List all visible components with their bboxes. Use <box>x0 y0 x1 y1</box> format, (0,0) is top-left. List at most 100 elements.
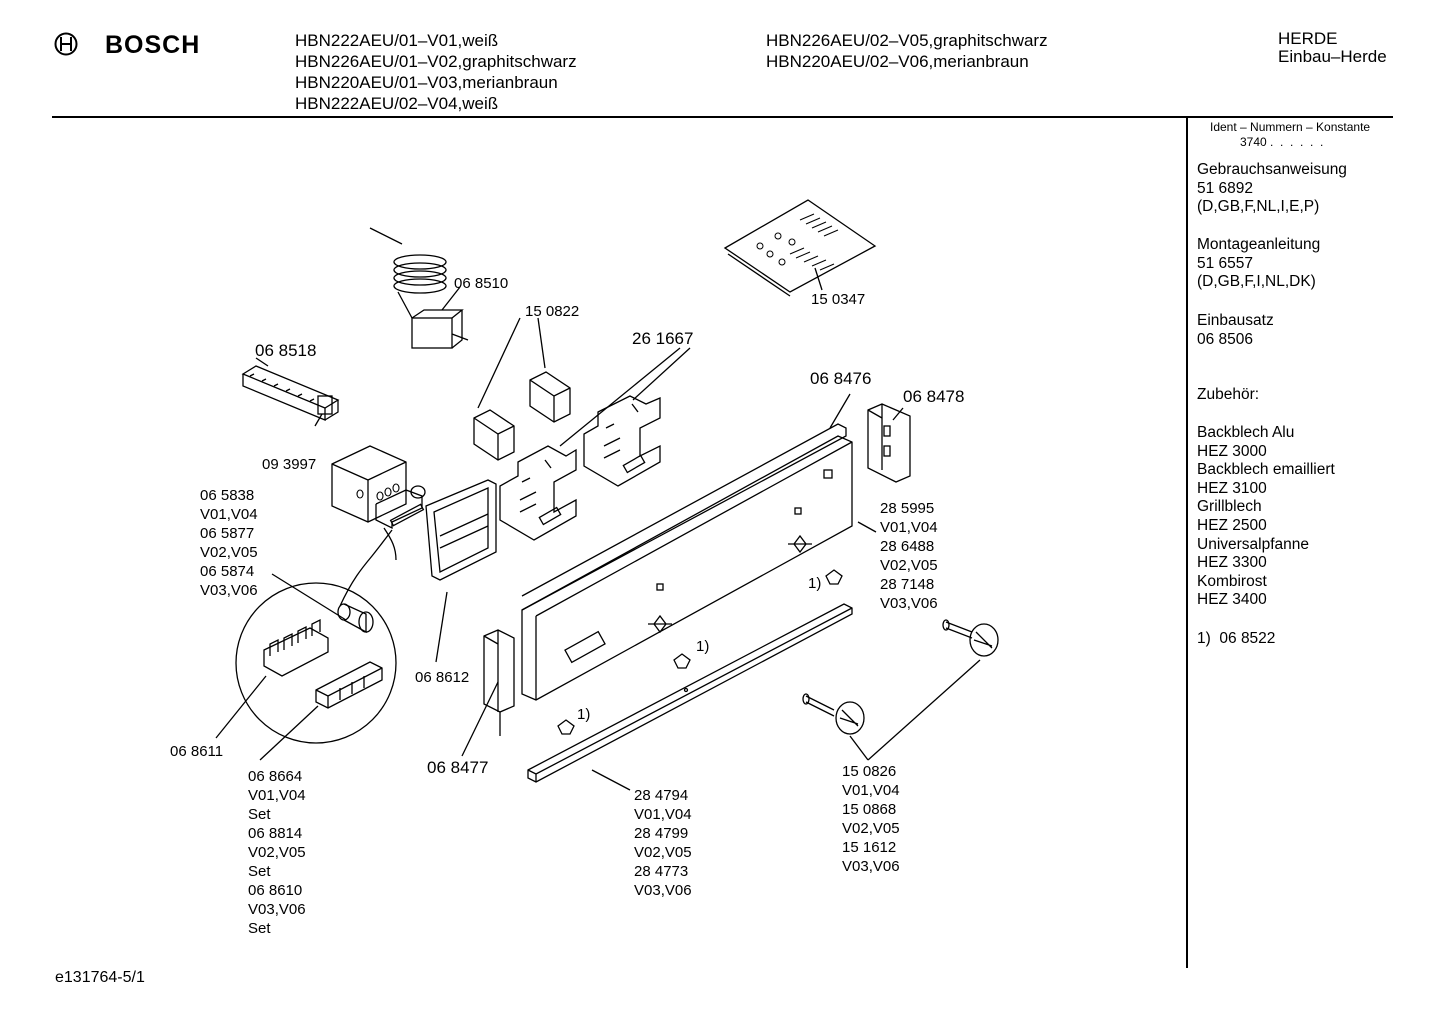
part-label: 06 5838 <box>200 487 255 504</box>
front-panel-part <box>521 423 853 701</box>
sidebar-text: Universalpfanne <box>1197 535 1310 553</box>
footnote-marker: 1) <box>808 575 822 592</box>
part-label: 06 8477 <box>427 758 489 777</box>
bracket-part-1 <box>499 445 577 541</box>
thermostat-part <box>369 227 469 349</box>
model-list-1: HBN222AEU/01–V01,weiß HBN226AEU/01–V02,g… <box>295 30 577 114</box>
right-bracket-part <box>867 403 911 483</box>
part-label: V03,V06 <box>248 901 306 918</box>
category: HERDE Einbau–Herde <box>1278 30 1387 66</box>
part-label: 28 7148 <box>880 576 935 593</box>
sidebar-text: 51 6557 <box>1197 254 1254 272</box>
sidebar-block-accessories: Backblech Alu HEZ 3000 Backblech emailli… <box>1197 424 1335 610</box>
brand-name: BOSCH <box>105 31 201 59</box>
part-label: 06 8476 <box>810 369 872 388</box>
part-label: V03,V06 <box>842 858 900 875</box>
trim-strip-part <box>527 603 853 783</box>
part-label: V01,V04 <box>200 506 258 523</box>
model-line: HBN220AEU/02–V06,merianbraun <box>766 52 1029 71</box>
part-label-group-rotary: 15 0826 V01,V04 15 0868 V02,V05 15 1612 … <box>842 762 900 876</box>
part-label: V01,V04 <box>842 782 900 799</box>
sidebar-text: HEZ 3400 <box>1197 591 1267 609</box>
relay-part-1 <box>473 409 515 461</box>
model-line: HBN226AEU/01–V02,graphitschwarz <box>295 52 577 71</box>
part-label: V03,V06 <box>200 582 258 599</box>
part-label: V02,V05 <box>200 544 258 561</box>
part-label: V01,V04 <box>248 787 306 804</box>
part-label: 06 8518 <box>255 341 317 360</box>
part-label: 06 5877 <box>200 525 255 542</box>
part-label: 06 8611 <box>170 743 224 760</box>
part-label: Set <box>248 920 271 937</box>
frame-part <box>425 479 497 581</box>
part-label: 15 0347 <box>811 291 866 308</box>
part-label: 06 5874 <box>200 563 255 580</box>
part-label: 15 0822 <box>525 303 580 320</box>
part-label: V01,V04 <box>634 806 692 823</box>
part-label-group-buttons: 06 8664 V01,V04 Set 06 8814 V02,V05 Set … <box>248 767 306 938</box>
sidebar-text: (D,GB,F,I,NL,DK) <box>1197 273 1316 291</box>
part-label: 06 8664 <box>248 768 303 785</box>
part-label: 15 0826 <box>842 763 897 780</box>
part-label: 28 4794 <box>634 787 689 804</box>
part-label: 06 8610 <box>248 882 303 899</box>
ident-value: 3740 . . . . . . <box>1240 135 1324 149</box>
part-label: 26 1667 <box>632 329 694 348</box>
part-label: 28 4799 <box>634 825 689 842</box>
part-label: 28 6488 <box>880 538 935 555</box>
model-line: HBN222AEU/01–V01,weiß <box>295 31 499 50</box>
sidebar-text: Montageanleitung <box>1197 236 1321 253</box>
rotary-knob-part-1 <box>942 619 999 657</box>
sidebar-text: 06 8506 <box>1197 330 1254 348</box>
screw-bag-part <box>723 199 877 297</box>
button-set-part <box>315 661 383 709</box>
part-label: 15 1612 <box>842 839 897 856</box>
sidebar-block-installation: Montageanleitung 51 6557 (D,GB,F,I,NL,DK… <box>1197 236 1320 292</box>
rotary-knob-part-2 <box>802 693 865 735</box>
part-label-group-panel: 28 5995 V01,V04 28 6488 V02,V05 28 7148 … <box>880 499 938 613</box>
part-label: V01,V04 <box>880 519 938 536</box>
model-list-2: HBN226AEU/02–V05,graphitschwarz HBN220AE… <box>766 30 1048 72</box>
part-label: 06 8814 <box>248 825 303 842</box>
part-label: V03,V06 <box>880 595 938 612</box>
part-label: 06 8478 <box>903 387 965 406</box>
bosch-logo-icon <box>54 32 78 56</box>
part-label-group-strip: 28 4794 V01,V04 28 4799 V02,V05 28 4773 … <box>634 786 692 900</box>
part-label: V02,V05 <box>880 557 938 574</box>
detail-circle <box>235 582 397 744</box>
part-label: V02,V05 <box>248 844 306 861</box>
sidebar-text: Grillblech <box>1197 498 1262 516</box>
control-unit-part <box>331 445 426 530</box>
switch-block-part <box>241 357 340 427</box>
relay-part-2 <box>529 371 571 423</box>
sidebar-text: HEZ 2500 <box>1197 516 1267 534</box>
clip-part-3 <box>557 719 575 735</box>
sidebar-text: Backblech emailliert <box>1197 461 1335 479</box>
sidebar-text: HEZ 3000 <box>1197 442 1267 460</box>
part-label: Set <box>248 806 271 823</box>
sidebar-text: 51 6892 <box>1197 179 1254 197</box>
sidebar-text: HEZ 3300 <box>1197 554 1267 572</box>
sidebar-text: Gebrauchsanweisung <box>1197 161 1347 178</box>
bracket-part-2 <box>583 395 661 487</box>
category-line: HERDE <box>1278 29 1338 48</box>
sidebar-block-kit: Einbausatz 06 8506 <box>1197 312 1274 349</box>
part-label: 15 0868 <box>842 801 897 818</box>
sidebar-footnote: 1) 06 8522 <box>1197 630 1276 647</box>
sidebar-text: (D,GB,F,NL,I,E,P) <box>1197 198 1320 216</box>
switch-row-part <box>263 618 329 677</box>
clip-part-2 <box>673 653 691 669</box>
category-line: Einbau–Herde <box>1278 47 1387 66</box>
ident-title: Ident – Nummern – Konstante <box>1210 120 1371 134</box>
footnote-marker: 1) <box>577 706 591 723</box>
sidebar-text: Backblech Alu <box>1197 424 1295 441</box>
model-line: HBN226AEU/02–V05,graphitschwarz <box>766 31 1048 50</box>
part-label: 06 8510 <box>454 275 509 292</box>
model-line: HBN220AEU/01–V03,merianbraun <box>295 73 558 92</box>
part-label: V02,V05 <box>842 820 900 837</box>
part-label: 28 4773 <box>634 863 689 880</box>
document-id: e131764-5/1 <box>55 969 145 986</box>
part-label: V03,V06 <box>634 882 692 899</box>
model-line: HBN222AEU/02–V04,weiß <box>295 94 499 113</box>
